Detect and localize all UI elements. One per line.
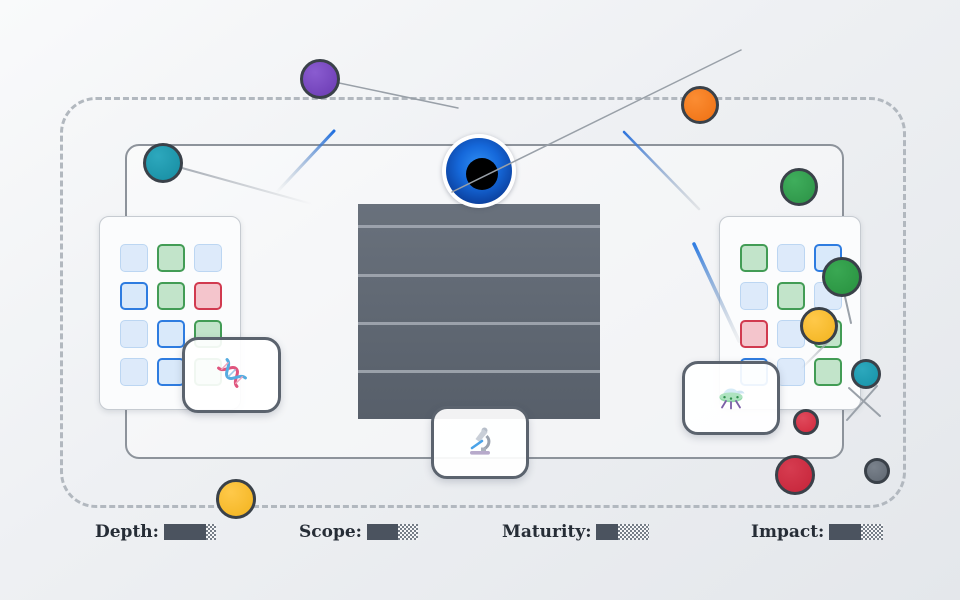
green-token-panel[interactable] xyxy=(822,257,862,297)
scope-bar-filled xyxy=(366,524,398,540)
scope-bar-dotted xyxy=(397,524,418,540)
orange-token[interactable] xyxy=(681,86,719,124)
purple-token[interactable] xyxy=(300,59,340,99)
board-row-divider xyxy=(358,322,600,325)
stat-group-impact: Impact: xyxy=(751,522,884,542)
red-token-small[interactable] xyxy=(793,409,819,435)
yellow-token-panel[interactable] xyxy=(800,307,838,345)
ufo-card[interactable] xyxy=(682,361,780,435)
grid-cell-lightblue[interactable] xyxy=(120,320,148,348)
stat-group-scope: Scope: xyxy=(299,522,418,542)
grid-cell-lightblue[interactable] xyxy=(777,244,805,272)
impact-label: Impact: xyxy=(751,522,825,542)
grid-cell-green[interactable] xyxy=(157,244,185,272)
green-token-right[interactable] xyxy=(780,168,818,206)
grid-cell-lightblue[interactable] xyxy=(777,358,805,386)
grid-cell-lightblue[interactable] xyxy=(194,244,222,272)
board-row-divider xyxy=(358,274,600,277)
grid-cell-lightblue[interactable] xyxy=(740,282,768,310)
stat-group-maturity: Maturity: xyxy=(502,522,650,542)
dark-board xyxy=(358,204,600,419)
teal-token-small[interactable] xyxy=(851,359,881,389)
eye-token[interactable] xyxy=(442,134,516,208)
scope-label: Scope: xyxy=(299,522,362,542)
maturity-bar-dotted xyxy=(618,524,650,540)
ufo-icon xyxy=(713,379,749,417)
depth-label: Depth: xyxy=(95,522,159,542)
grid-cell-green[interactable] xyxy=(814,358,842,386)
red-token-big[interactable] xyxy=(775,455,815,495)
board-row-divider xyxy=(358,370,600,373)
stat-group-depth: Depth: xyxy=(95,522,216,542)
teal-token-left[interactable] xyxy=(143,143,183,183)
grid-cell-green[interactable] xyxy=(740,244,768,272)
grid-cell-lightblue[interactable] xyxy=(120,244,148,272)
grid-cell-lightblue[interactable] xyxy=(120,358,148,386)
grid-cell-red[interactable] xyxy=(194,282,222,310)
depth-bar-filled xyxy=(163,524,206,540)
grid-cell-green[interactable] xyxy=(777,282,805,310)
grid-cell-red[interactable] xyxy=(740,320,768,348)
microscope-card[interactable] xyxy=(431,406,529,479)
board-row-divider xyxy=(358,225,600,228)
impact-bar-filled xyxy=(829,524,862,540)
maturity-bar-filled xyxy=(596,524,619,540)
microscope-icon xyxy=(463,424,497,462)
dna-icon xyxy=(215,356,249,394)
eye-pupil xyxy=(466,158,498,190)
grid-cell-blue[interactable] xyxy=(120,282,148,310)
depth-bar-dotted xyxy=(205,524,216,540)
eye-iris xyxy=(446,138,512,204)
grid-cell-green[interactable] xyxy=(157,282,185,310)
gray-token[interactable] xyxy=(864,458,890,484)
yellow-token-bottom[interactable] xyxy=(216,479,256,519)
grid-cell-blue[interactable] xyxy=(157,358,185,386)
maturity-label: Maturity: xyxy=(502,522,592,542)
impact-bar-dotted xyxy=(861,524,884,540)
grid-cell-blue[interactable] xyxy=(157,320,185,348)
dna-card[interactable] xyxy=(182,337,281,413)
